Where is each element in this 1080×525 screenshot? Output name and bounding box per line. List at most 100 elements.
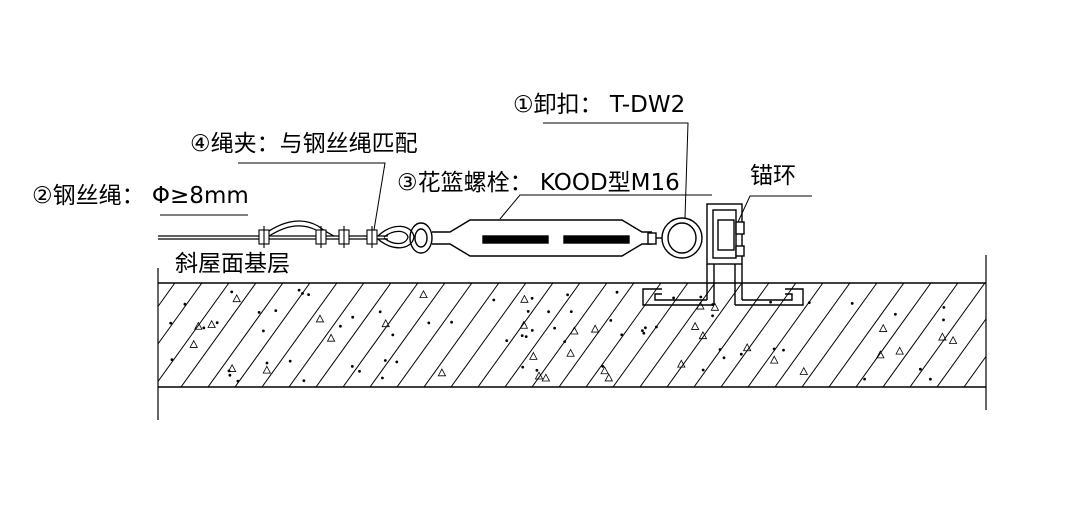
aggregate-triangle [604,373,614,382]
hatch-line [963,355,986,387]
speckle-dot [301,292,304,295]
hatch-line [693,283,770,387]
aggregate-triangle [566,348,575,357]
hatch-line [855,283,932,387]
aggregate-triangle [207,319,216,328]
turnbuckle [409,219,657,257]
speckle-dot [699,295,703,299]
speckle-dot [288,359,292,363]
aggregate-triangle [769,355,779,364]
speckle-dot [850,302,854,305]
hatch-line [369,283,446,387]
aggregate-triangle [742,343,752,352]
label-base-layer: 斜屋面基层 [175,251,290,277]
label-steel-rope: ②钢丝绳： Φ≥8mm [32,183,249,209]
rope-thimble [377,225,415,249]
aggregate-triangle [326,333,336,342]
aggregate-triangle [519,320,529,329]
speckle-dot [672,296,675,300]
aggregate-triangle [938,332,947,341]
speckle-dot [395,360,399,364]
rope-clamp-1 [258,226,270,248]
aggregate-triangle [948,335,958,344]
aggregate-triangle [677,359,686,368]
speckle-dot [215,321,219,325]
hatch-line [909,283,986,387]
hatch-line [747,283,824,387]
speckle-dot [521,365,525,369]
aggregate-triangle [232,294,241,303]
speckle-dot [569,310,573,314]
speckle-dot [169,321,173,325]
speckle-dot [894,312,897,316]
shackle [656,217,703,259]
speckle-dot [427,321,431,325]
speckle-dot [265,361,269,365]
hatch-line [158,283,203,345]
anchor-ring [642,203,804,306]
hatch-line [342,283,419,387]
speckle-dot [383,359,387,362]
hatch-line [450,283,527,387]
speckle-dot [339,324,342,328]
hatch-line [531,283,608,387]
leader-lines [160,122,812,231]
speckle-dot [351,315,355,319]
hatch-line [991,283,1066,387]
hatch-line [261,283,338,387]
aggregate-triangle [189,339,199,348]
speckle-dot [711,314,714,318]
speckle-dot [307,293,311,297]
speckle-dot [262,329,265,333]
hatch-line [504,283,581,387]
label-turnbuckle: ③花篮螺栓： KOOD型M16 [397,170,680,196]
leader-shackle [543,122,689,219]
aggregate-triangle [710,302,720,311]
speckle-dot [641,329,644,333]
aggregate-triangle [194,321,203,330]
hatch-line [423,283,500,387]
speckle-dot [524,335,528,339]
speckle-dot [230,290,234,294]
steel-wire-rope [158,220,388,240]
speckle-dot [274,309,278,313]
hatch-line [315,283,392,387]
speckle-dot [391,333,395,337]
speckle-dot [520,334,524,338]
aggregate-triangle [878,323,888,332]
leader-rope-clamp [238,162,386,231]
slab-hatching [158,283,1080,387]
aggregate-triangle [534,371,544,380]
speckle-dot [601,365,605,368]
aggregate-triangle [895,346,904,355]
aggregate-triangle [437,368,447,377]
speckle-dot [183,302,187,306]
aggregate-triangle [529,351,538,360]
aggregate-triangle [419,290,428,299]
label-anchor-ring: 锚环 [750,163,796,189]
speckle-dot [863,377,866,381]
hatch-line [1045,283,1080,387]
aggregate-triangle [520,294,529,303]
speckle-dot [718,348,722,351]
hatch-line [882,283,959,387]
hatch-line [288,283,365,387]
speckle-dot [563,340,567,344]
aggregate-triangle [590,324,600,333]
speckle-dot [202,326,206,330]
speckle-dot [929,377,932,381]
speckle-dot [257,311,261,314]
aggregate-triangle [227,363,237,372]
hatch-line [558,283,635,387]
aggregate-triangle [541,373,551,382]
speckle-dot [236,379,240,383]
hatch-line [774,283,851,387]
hatch-line [585,283,662,387]
speckle-dot [655,325,658,329]
rope-clamp-2 [315,226,327,248]
speckle-dot [381,376,384,380]
hatch-line [158,283,176,308]
leader-turnbuckle [499,194,712,220]
